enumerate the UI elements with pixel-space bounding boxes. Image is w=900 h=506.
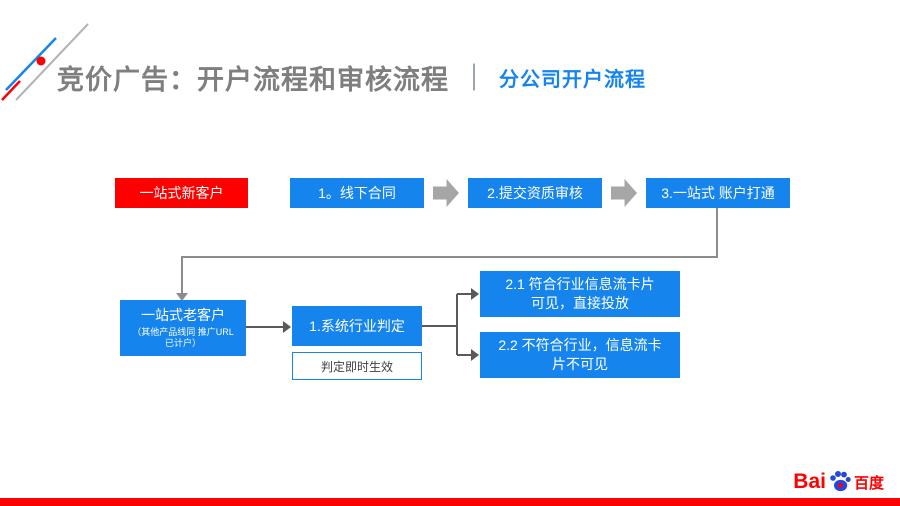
decor-red-line <box>1 80 21 101</box>
node-industry-judge: 1.系统行业判定 <box>292 306 422 346</box>
decor-red-dot <box>36 56 46 66</box>
baidu-logo: Bai 百度 <box>793 469 884 492</box>
node-step-1-offline-contract: 1。线下合同 <box>290 178 424 208</box>
baidu-paw-icon <box>830 471 851 492</box>
judge-note-box: 判定即时生效 <box>292 352 422 380</box>
node-result-industry-mismatch: 2.2 不符合行业，信息流卡 片不可见 <box>480 332 680 378</box>
node-new-customer-label: 一站式新客户 <box>139 184 224 201</box>
node-old-customer-label: 一站式老客户 <box>141 306 225 323</box>
node-result-industry-match: 2.1 符合行业信息流卡片 可见，直接投放 <box>480 271 680 317</box>
node-industry-judge-label: 1.系统行业判定 <box>309 317 405 334</box>
node-step-2-label: 2.提交资质审核 <box>487 184 583 201</box>
arrowhead-right-icon <box>283 321 291 333</box>
node-old-customer: 一站式老客户 （其他产品线同 推广URL 已计户） <box>120 300 246 356</box>
node-step-1-label: 1。线下合同 <box>318 184 396 201</box>
node-old-customer-note-line2: 已计户） <box>164 338 201 349</box>
result-1-line2: 可见，直接投放 <box>531 295 629 311</box>
result-2-line1: 2.2 不符合行业，信息流卡 <box>498 337 662 354</box>
decor-blue-line <box>5 37 57 91</box>
node-new-customer: 一站式新客户 <box>115 178 248 208</box>
title-divider: ｜ <box>461 63 488 93</box>
baidu-logo-latin: Bai <box>793 470 826 493</box>
page-title: 竞价广告：开户流程和审核流程 <box>57 65 449 95</box>
node-old-customer-note-line1: （其他产品线同 推广URL <box>132 326 234 337</box>
node-step-3-account-open: 3.一站式 账户打通 <box>646 178 790 208</box>
page-subtitle: 分公司开户流程 <box>499 69 647 91</box>
result-2-line2: 片不可见 <box>552 356 608 372</box>
judge-note-label: 判定即时生效 <box>320 359 393 374</box>
bottom-accent-bar <box>0 498 900 506</box>
baidu-logo-cn: 百度 <box>853 474 884 492</box>
result-1-line1: 2.1 符合行业信息流卡片 <box>505 276 655 293</box>
slide-header: 竞价广告：开户流程和审核流程 ｜ 分公司开户流程 <box>57 58 646 97</box>
arrowhead-right-icon <box>471 288 479 300</box>
node-step-2-qualification-review: 2.提交资质审核 <box>468 178 602 208</box>
node-step-3-label: 3.一站式 账户打通 <box>661 184 775 201</box>
flow-arrow-icon <box>433 179 459 207</box>
arrowhead-right-icon <box>471 349 479 361</box>
flow-arrow-icon <box>611 179 637 207</box>
